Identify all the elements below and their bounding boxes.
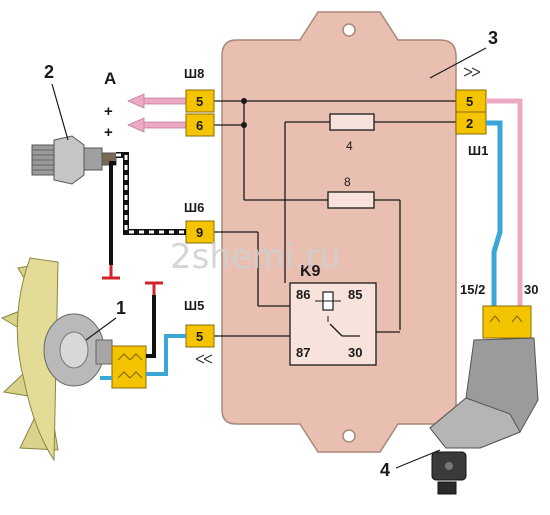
- connector-arrow-icon: [463, 67, 481, 77]
- callout-2: 2: [44, 62, 54, 82]
- ground-symbol: [145, 281, 163, 295]
- fan-motor: [0, 257, 113, 462]
- fuse-8: [327, 191, 375, 209]
- fuse-4-label: 4: [346, 139, 353, 153]
- output-wires-a: [127, 93, 187, 133]
- pin-number: 9: [196, 225, 203, 240]
- relay-name: K9: [300, 263, 321, 280]
- wire-black-white-stripe: [116, 153, 186, 234]
- watermark: 2shemi.ru: [170, 237, 341, 277]
- wire-black-fan: [146, 295, 156, 358]
- relay-k9: K9 86 85 87 30: [289, 263, 377, 366]
- plus-label: +: [104, 124, 113, 141]
- relay-pin-30: 30: [348, 345, 362, 360]
- pin-number: 2: [466, 116, 473, 131]
- callout-1: 1: [116, 298, 126, 318]
- fuse-8-label: 8: [344, 175, 351, 189]
- leader-line: [395, 449, 441, 469]
- junction-dot: [241, 98, 247, 104]
- connector-sh1-label: Ш1: [468, 143, 488, 158]
- relay-pin-85: 85: [348, 287, 362, 302]
- pin-number: 6: [196, 118, 203, 133]
- relay-pin-86: 86: [296, 287, 310, 302]
- pin-box: [185, 113, 215, 137]
- callout-3: 3: [488, 28, 498, 48]
- pin-number: 5: [196, 94, 203, 109]
- switch-terminal-30: 30: [524, 282, 538, 297]
- connector-sh5-label: Ш5: [184, 298, 204, 313]
- plus-label: +: [104, 103, 113, 120]
- fuse-4: [329, 113, 375, 131]
- callout-4: 4: [380, 460, 390, 480]
- fan-connector: [111, 345, 147, 389]
- pin-number: 5: [196, 329, 203, 344]
- wire-blue-fan: [100, 334, 186, 380]
- pin-box: [185, 89, 215, 113]
- leader-line: [85, 317, 117, 341]
- connector-arrow-icon: [195, 354, 213, 364]
- leader-line: [429, 47, 487, 79]
- connector-sh6-label: Ш6: [184, 200, 204, 215]
- output-a-label: A: [104, 69, 116, 88]
- internal-wiring: [214, 100, 456, 337]
- ignition-switch: [429, 305, 539, 495]
- junction-dot: [241, 122, 247, 128]
- temperature-sensor: [31, 135, 117, 185]
- relay-pin-87: 87: [296, 345, 310, 360]
- switch-terminal-15-2: 15/2: [460, 282, 485, 297]
- leader-line: [51, 83, 69, 141]
- wire-pink-30: [486, 98, 523, 306]
- connector-sh8-label: Ш8: [184, 66, 204, 81]
- mount-hole-bottom: [342, 429, 356, 443]
- wire-black-ground: [109, 161, 116, 265]
- pin-number: 5: [466, 94, 473, 109]
- ground-symbol: [102, 265, 120, 280]
- wire-blue-15-2: [486, 120, 503, 306]
- mount-hole-top: [342, 23, 356, 37]
